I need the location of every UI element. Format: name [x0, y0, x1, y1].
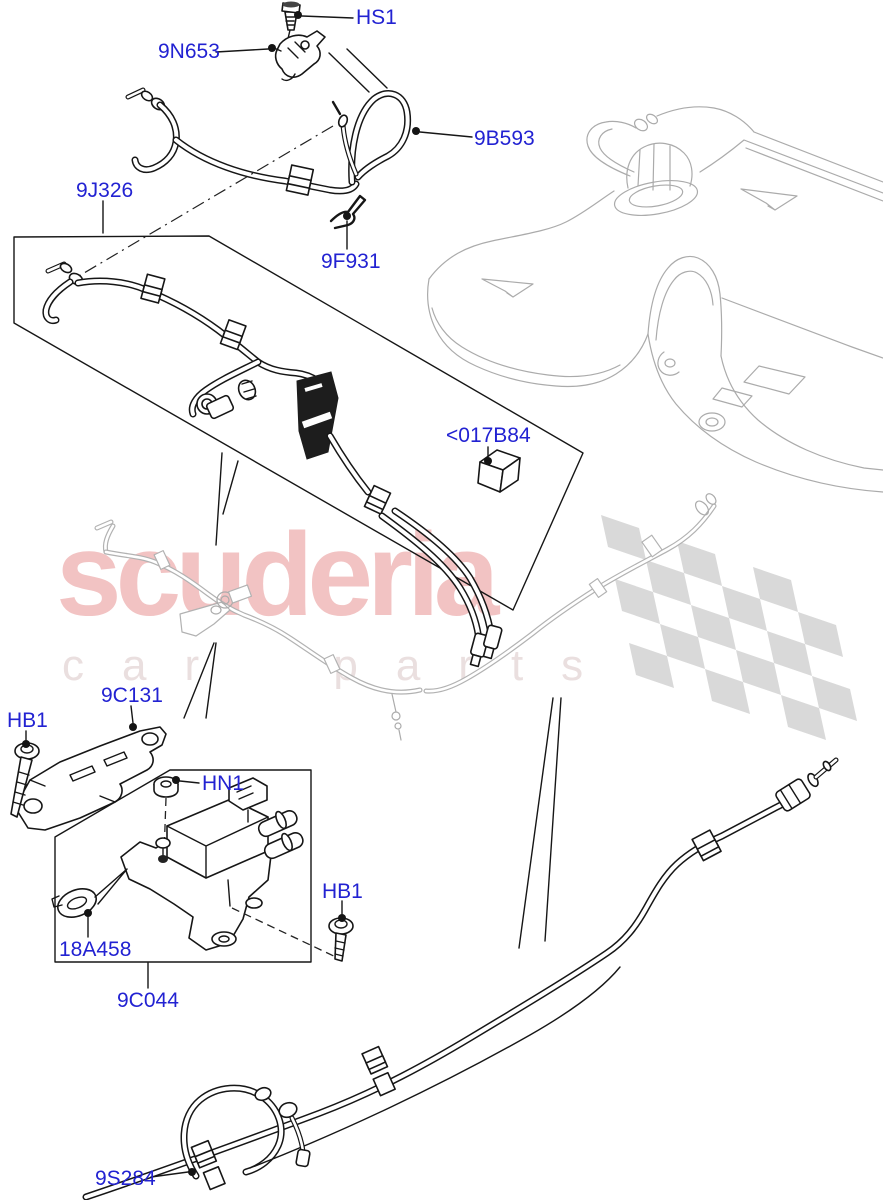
part-label-9j326[interactable]: 9J326 [76, 179, 134, 202]
assembly-box-9c044 [54, 769, 312, 963]
screw-drawing-hs1 [281, 1, 301, 44]
part-label-hs1-top[interactable]: HS1 [356, 6, 397, 29]
checker-cell [753, 567, 798, 612]
checkered-flag-watermark [601, 515, 857, 740]
checker-cell [646, 560, 691, 605]
checker-cell [660, 624, 705, 669]
part-label-9s284[interactable]: 9S284 [95, 1167, 156, 1190]
part-label-hn1[interactable]: HN1 [202, 772, 245, 795]
connector-drawing-017b84 [477, 449, 521, 493]
checker-cell [615, 579, 660, 624]
part-label-9c044[interactable]: 9C044 [117, 989, 179, 1012]
checker-cell [691, 605, 736, 650]
part-label-hb1-left[interactable]: HB1 [7, 709, 48, 732]
bracket-mount-pointer-lines [328, 48, 388, 93]
checker-cell [781, 695, 826, 740]
part-label-9n653[interactable]: 9N653 [158, 40, 220, 63]
checker-cell [677, 541, 722, 586]
part-label-9c131[interactable]: 9C131 [101, 684, 163, 707]
part-label-017b84[interactable]: <017B84 [446, 424, 531, 447]
bracket-drawing-9c131 [17, 726, 167, 831]
fuel-cooler-unit-drawing-9c044 [120, 777, 304, 951]
location-pointer-lines [183, 452, 562, 949]
assembly-box-9j326 [13, 235, 584, 611]
checker-cell [736, 650, 781, 695]
leader-lines [22, 11, 492, 1178]
checker-cell [629, 643, 674, 688]
nut-drawing-hn1 [153, 776, 179, 856]
checker-cell [601, 515, 646, 560]
bolt-drawing-right-hb1 [231, 907, 354, 962]
checker-cell [767, 631, 812, 676]
checker-cell [798, 612, 843, 657]
fuel-pipes-drawing-9s284 [82, 757, 839, 1200]
checker-cell [812, 676, 857, 721]
clip-drawing-9f931 [329, 194, 367, 230]
watermark-subtitle: car parts [62, 641, 622, 690]
part-label-hb1-right[interactable]: HB1 [322, 880, 363, 903]
checker-cell [722, 586, 767, 631]
checker-cell [705, 669, 750, 714]
bolt-drawing-left-hb1 [10, 742, 40, 818]
fuel-line-harness-drawing-9j326 [42, 261, 503, 668]
bracket-drawing-9n653 [273, 30, 326, 82]
part-label-9f931[interactable]: 9F931 [321, 250, 381, 273]
part-label-9b593[interactable]: 9B593 [474, 127, 535, 150]
fuel-tank-drawing [427, 106, 883, 493]
fuel-hose-drawing-9b593 [61, 87, 412, 287]
part-label-18a458[interactable]: 18A458 [59, 938, 132, 961]
underbody-pipes-reference-drawing [94, 493, 717, 741]
